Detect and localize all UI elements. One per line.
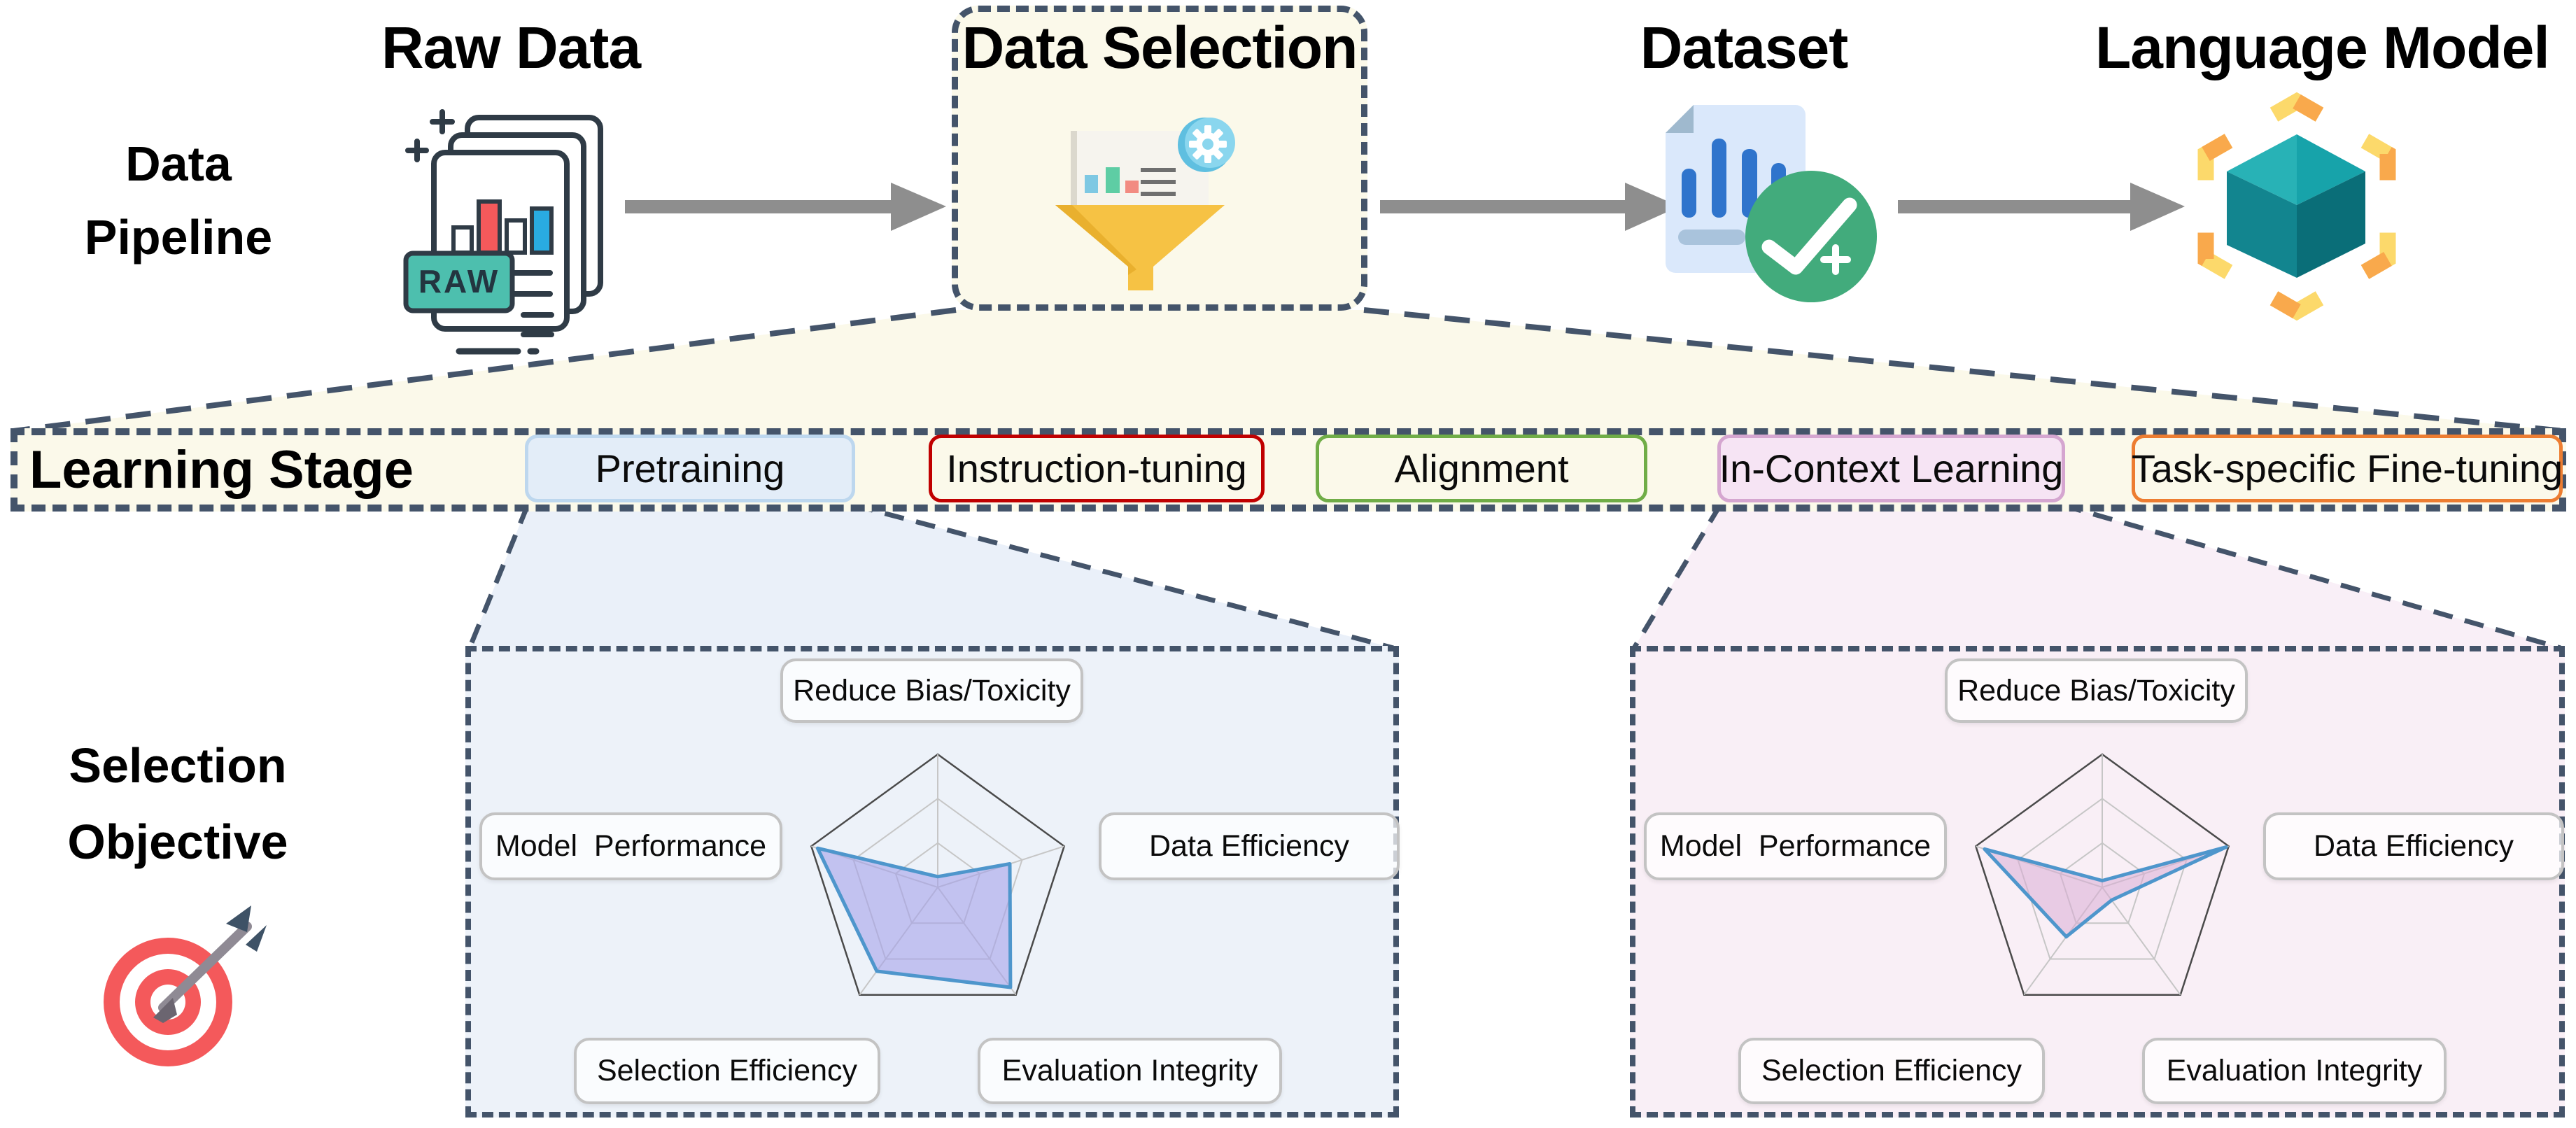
hexagon-brackets-icon [2197,92,2396,321]
objective-panel-pretraining: Reduce Bias/Toxicity Model Performance D… [465,646,1400,1118]
funnel-icon [1055,205,1225,290]
raw-documents-icon: RAW [403,109,603,355]
plus-icon [1820,244,1851,275]
axis-label-selection-efficiency: Selection Efficiency [574,1038,880,1104]
axis-label-model-performance: Model Performance [479,812,782,880]
radar-chart-icl [1974,753,2230,996]
stage-box-instruction-tuning: Instruction-tuning [929,435,1265,502]
cone-edge [13,307,957,434]
learning-stage-label: Learning Stage [29,440,414,500]
data-pipeline-row-label: Data Pipeline [38,127,318,274]
stage-title-language-model: Language Model [2095,15,2550,80]
axis-label-data-efficiency: Data Efficiency [2263,812,2564,880]
data-pipeline-line2: Pipeline [84,210,273,265]
zoom-cone-data-selection [13,310,2563,431]
selection-objective-label: Selection Objective [20,728,336,880]
plus-icon [405,139,429,162]
target-icon [104,905,267,1066]
stage-box-alignment: Alignment [1316,435,1647,502]
axis-label-reduce-bias: Reduce Bias/Toxicity [780,658,1083,723]
zoom-cone-icl [1634,505,2561,648]
axis-label-selection-efficiency: Selection Efficiency [1738,1038,2045,1104]
cone-edge [2062,502,2561,651]
data-pipeline-line1: Data [125,136,232,191]
radar-chart-pretraining [810,753,1066,996]
stage-box-in-context-learning: In-Context Learning [1717,435,2065,502]
objective-panel-icl: Reduce Bias/Toxicity Model Performance D… [1630,646,2565,1118]
dataset-check-icon [1666,105,1877,302]
stage-box-task-specific-ft: Task-specific Fine-tuning [2132,435,2563,502]
gear-icon [1178,118,1235,172]
axis-label-data-efficiency: Data Efficiency [1099,812,1400,880]
zoom-cone-pretraining [470,505,1393,648]
arrow-dataset-to-model [1898,183,2185,231]
arrow-dart [153,905,267,1023]
funnel-filter-icon [1055,118,1235,290]
stage-title-dataset: Dataset [1640,15,1848,80]
arrow-raw-to-selection [625,183,946,231]
axis-label-evaluation-integrity: Evaluation Integrity [978,1038,1282,1104]
bar-chart-icon [451,199,554,255]
svg-text:RAW: RAW [418,263,500,299]
selection-objective-line1: Selection [69,738,287,793]
cube-faces [2227,134,2365,278]
check-icon [1745,171,1877,302]
arrow-selection-to-dataset [1380,183,1680,231]
axis-label-evaluation-integrity: Evaluation Integrity [2142,1038,2447,1104]
cone-edge [467,504,530,649]
stage-box-pretraining: Pretraining [525,435,855,502]
cone-edge [1632,504,1722,649]
axis-label-reduce-bias: Reduce Bias/Toxicity [1945,658,2248,723]
axis-label-model-performance: Model Performance [1644,812,1947,880]
cone-edge [853,502,1394,651]
plus-icon [430,109,455,134]
cube-model-icon [2197,92,2396,321]
raw-badge: RAW [403,251,515,313]
stage-title-data-selection: Data Selection [962,15,1358,80]
stage-title-raw-data: Raw Data [381,15,641,80]
selection-objective-line2: Objective [67,814,288,869]
